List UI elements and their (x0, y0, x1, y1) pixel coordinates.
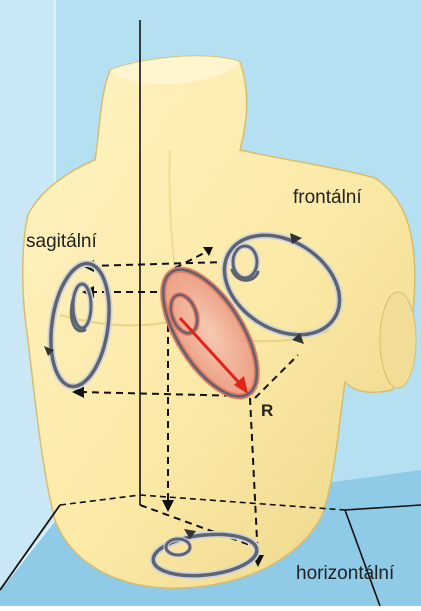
label-vector-r: R (261, 401, 273, 421)
label-frontal: frontální (293, 187, 362, 209)
label-horizontal: horizontální (296, 563, 394, 585)
arm-stump (380, 292, 416, 388)
label-sagittal: sagitální (26, 231, 97, 253)
